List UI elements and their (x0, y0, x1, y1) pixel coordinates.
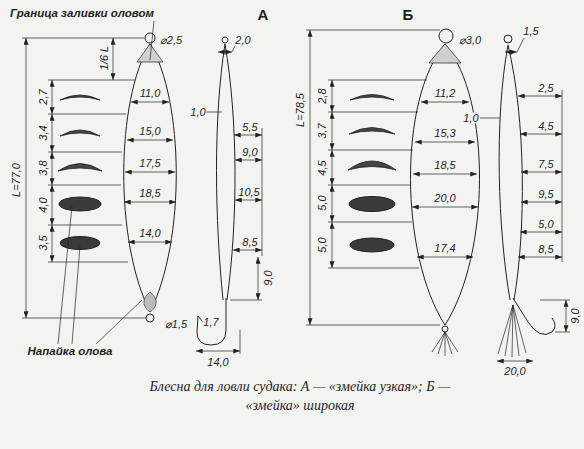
dimension-label: 14,0 (138, 228, 161, 239)
dimension-label: 18,5 (433, 160, 456, 171)
dimension-label: ⌀2,5 (159, 35, 183, 46)
dimension-label: 17,5 (138, 158, 161, 169)
dimension-label: 3,4 (38, 124, 49, 141)
dimension-label: 15,0 (138, 126, 161, 137)
dimension-label: 5,0 (537, 219, 554, 230)
dimension-label: 11,0 (139, 88, 162, 99)
dimension-label: L=78,5 (295, 92, 306, 128)
dimension-label: 2,7 (38, 88, 49, 105)
dimension-label: ⌀1,5 (164, 319, 188, 330)
dimension-label: 14,0 (206, 357, 229, 368)
note-label: Напайка олова (27, 346, 114, 358)
dimension-label: 9,0 (263, 269, 274, 286)
figure-letter: Б (402, 7, 415, 22)
dimension-label: 4,5 (537, 121, 554, 132)
figure-caption: Блесна для ловли судака: А — «змейка узк… (140, 378, 460, 416)
dimension-label: 8,5 (537, 244, 554, 255)
dimension-label: 9,0 (570, 307, 581, 324)
dimension-label: 15,3 (433, 128, 456, 139)
dimension-label: 5,5 (241, 122, 258, 133)
figure-letter: А (257, 7, 270, 22)
dimension-label: 9,0 (241, 147, 258, 158)
dimension-label: 1,0 (189, 107, 206, 118)
dimension-label: 4,5 (317, 159, 328, 176)
dimension-label: 20,0 (503, 366, 526, 377)
dimension-label: 11,2 (434, 88, 457, 99)
dimension-label: 3,5 (38, 234, 49, 251)
dimension-label: 1/6 L (99, 45, 110, 71)
dimension-label: L=77,0 (11, 162, 22, 198)
dimension-label: 10,5 (237, 187, 260, 198)
dimension-label: 7,5 (537, 159, 554, 170)
dimension-label: 2,0 (234, 35, 251, 46)
dimension-label: 2,5 (537, 83, 554, 94)
dimension-label: 8,5 (241, 237, 258, 248)
dimension-label: 1,0 (462, 113, 479, 124)
dimension-label: 1,5 (522, 26, 539, 37)
dimension-label: 3,8 (38, 159, 49, 176)
dimension-label: 20,0 (433, 193, 456, 204)
dimension-label: 17,4 (433, 243, 456, 254)
dimension-label: 5,0 (317, 236, 328, 253)
dimension-label: 4,0 (38, 196, 49, 213)
dimension-label: 2,8 (317, 87, 328, 104)
dimension-label: 9,5 (537, 189, 554, 200)
dimension-label: 18,5 (138, 188, 161, 199)
dimension-label: 5,0 (317, 194, 328, 211)
dimension-label: 1,7 (202, 317, 219, 328)
note-label: Граница заливки оловом (9, 8, 155, 20)
dimension-label: 3,7 (317, 122, 328, 139)
dimension-label: ⌀3,0 (458, 35, 482, 46)
